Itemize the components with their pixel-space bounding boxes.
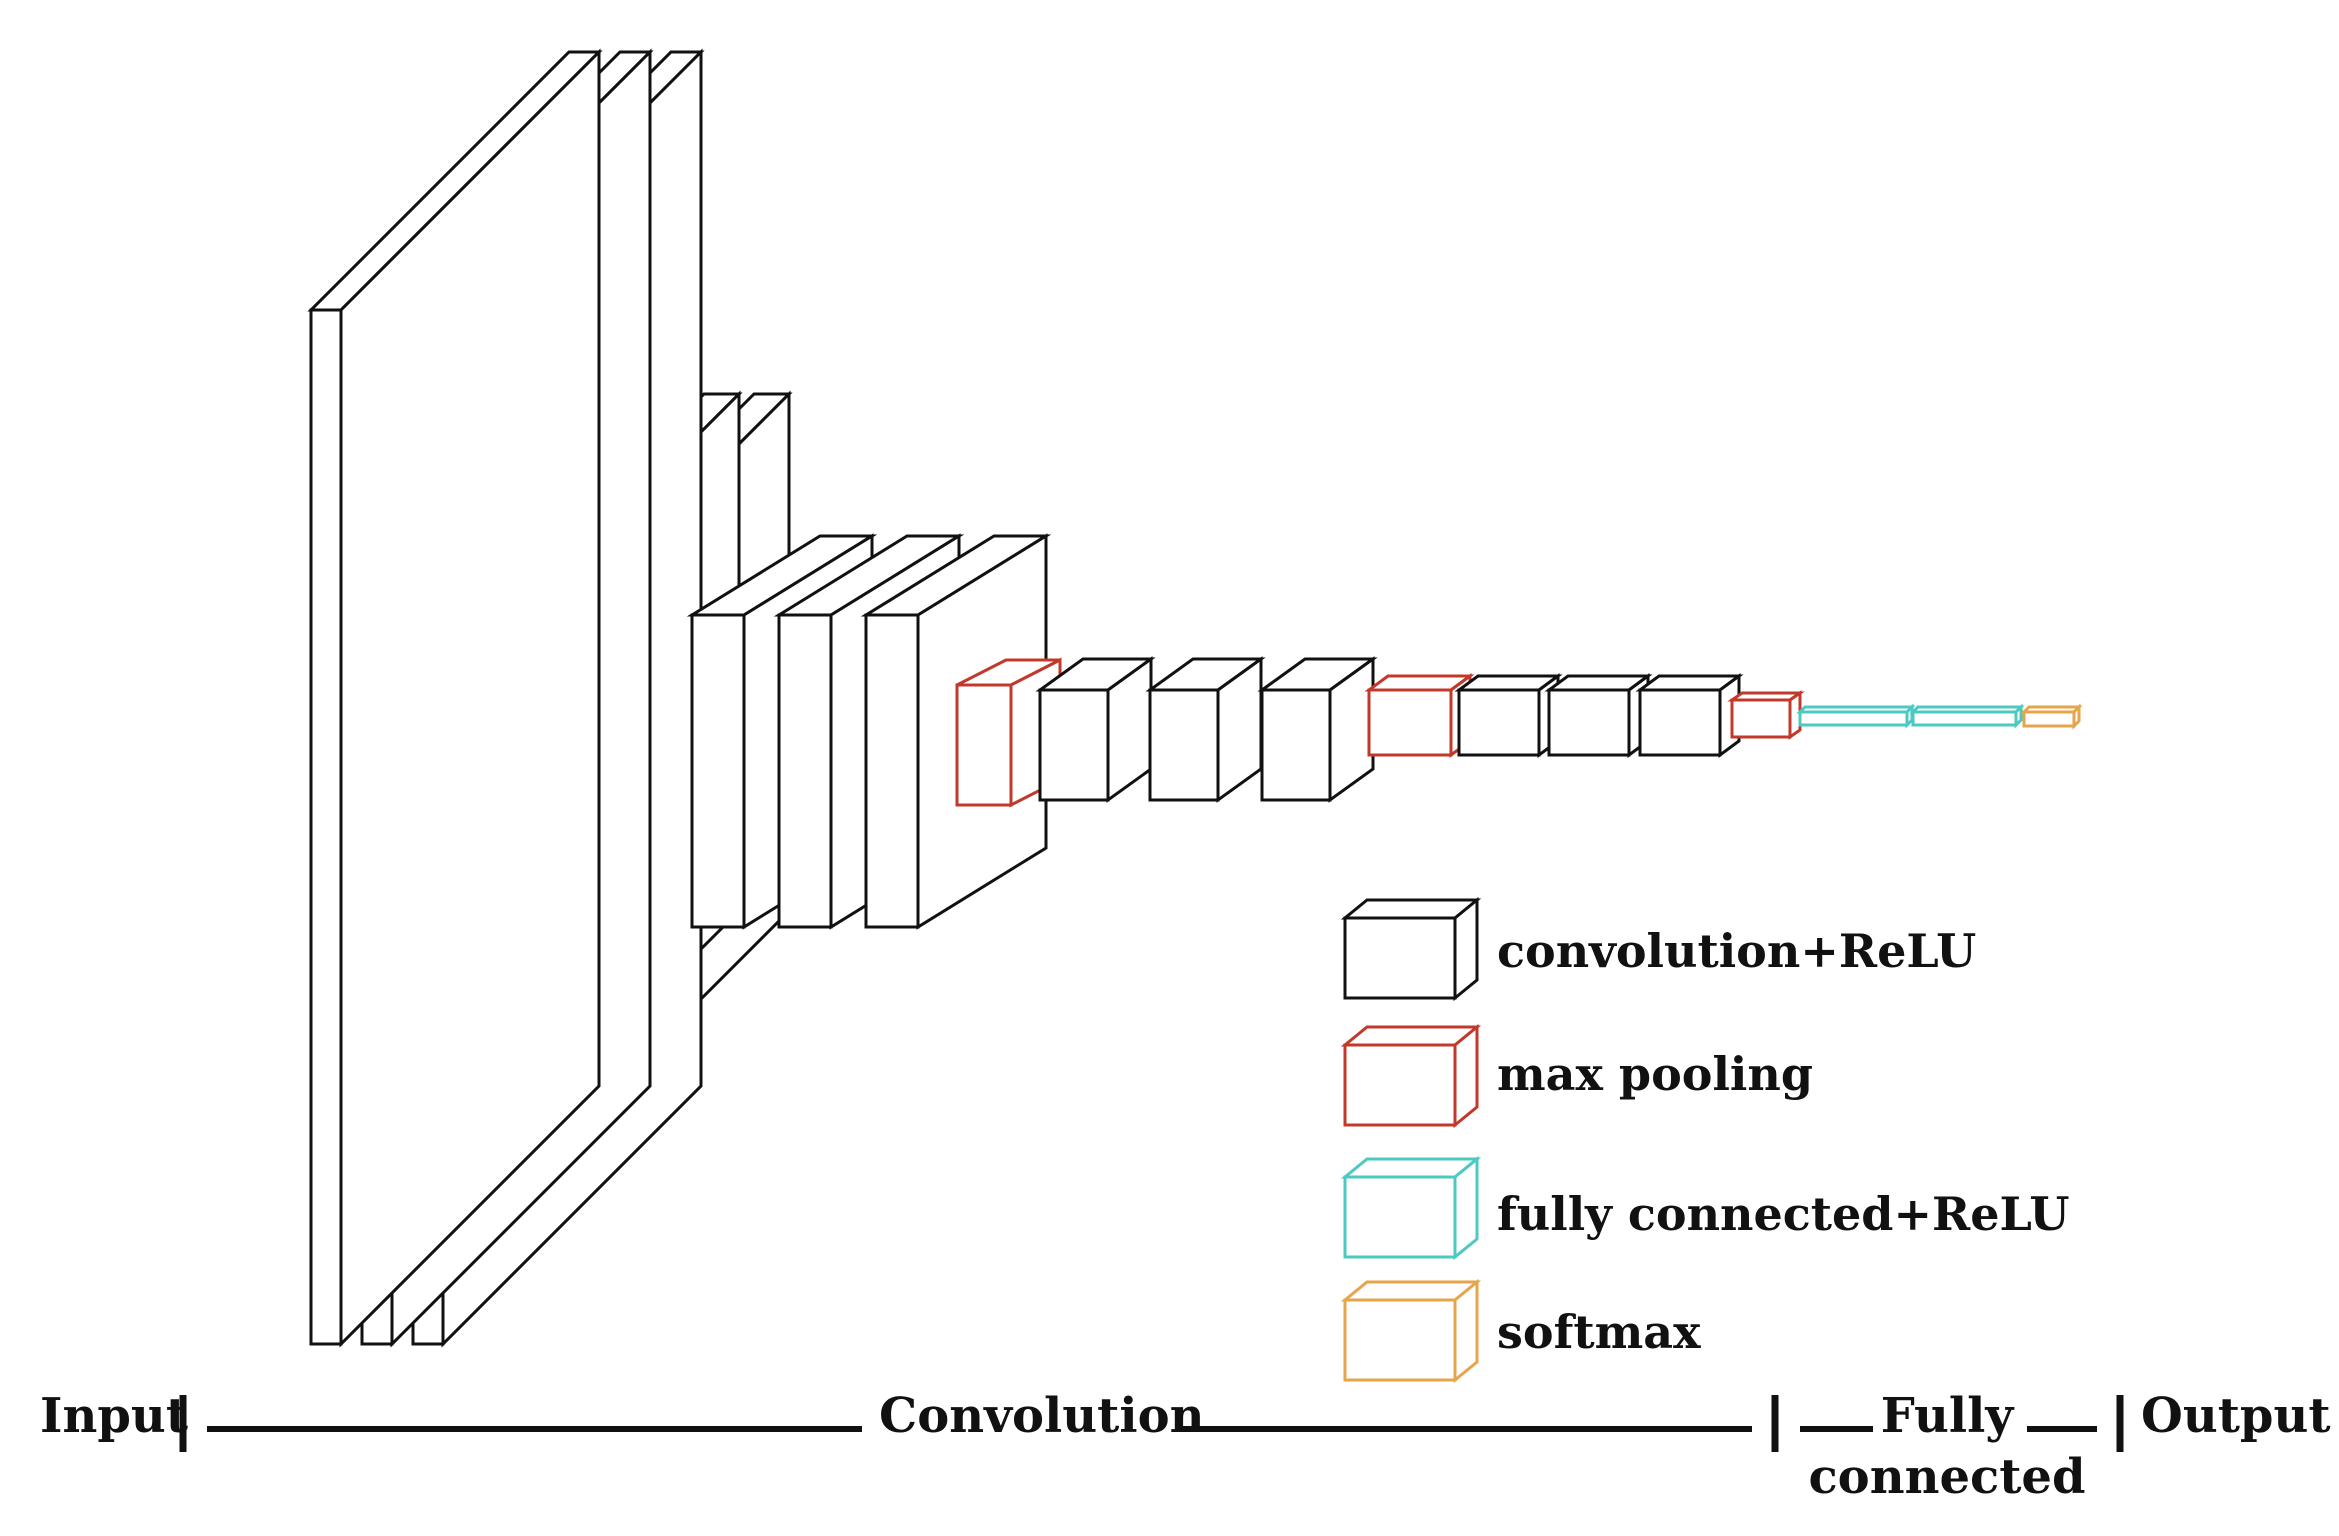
legend-icon-convolution — [1340, 896, 1482, 1002]
layer-convolution-11 — [1035, 656, 1156, 803]
stage-label-input: Input — [40, 1388, 188, 1444]
layer-convolution-17 — [1635, 673, 1744, 758]
legend: convolution+ReLU max pooling fully conne… — [1340, 896, 2069, 1384]
layer-fully-connected-20 — [1909, 703, 2025, 729]
legend-icon-pooling — [1340, 1023, 1482, 1129]
legend-icon-fully-connected — [1340, 1155, 1482, 1261]
layer-convolution-1 — [307, 48, 603, 1348]
stage-label-output: Output — [2141, 1388, 2331, 1444]
network-layers — [307, 48, 2083, 1348]
layer-softmax-21 — [2020, 703, 2083, 730]
layer-pooling-18 — [1727, 690, 1805, 740]
legend-label-convolution: convolution+ReLU — [1497, 924, 1976, 978]
stage-label-fully-connected-line2: connected — [1808, 1449, 2085, 1505]
layer-convolution-12 — [1145, 656, 1266, 803]
stage-label-fully-connected-line1: Fully — [1881, 1388, 2016, 1444]
layer-convolution-15 — [1454, 673, 1563, 758]
stage-axis: Input Convolution Fully connected Output — [40, 1388, 2331, 1505]
layer-convolution-16 — [1544, 673, 1653, 758]
legend-icon-softmax — [1340, 1278, 1482, 1384]
legend-icons — [1340, 896, 1482, 1384]
legend-label-softmax: softmax — [1497, 1305, 1701, 1359]
layer-fully-connected-19 — [1796, 703, 1916, 729]
stage-label-convolution: Convolution — [879, 1388, 1204, 1444]
legend-label-pooling: max pooling — [1497, 1047, 1813, 1101]
layer-pooling-14 — [1364, 673, 1475, 758]
legend-label-fully-connected: fully connected+ReLU — [1497, 1187, 2069, 1241]
layer-convolution-13 — [1257, 656, 1378, 803]
